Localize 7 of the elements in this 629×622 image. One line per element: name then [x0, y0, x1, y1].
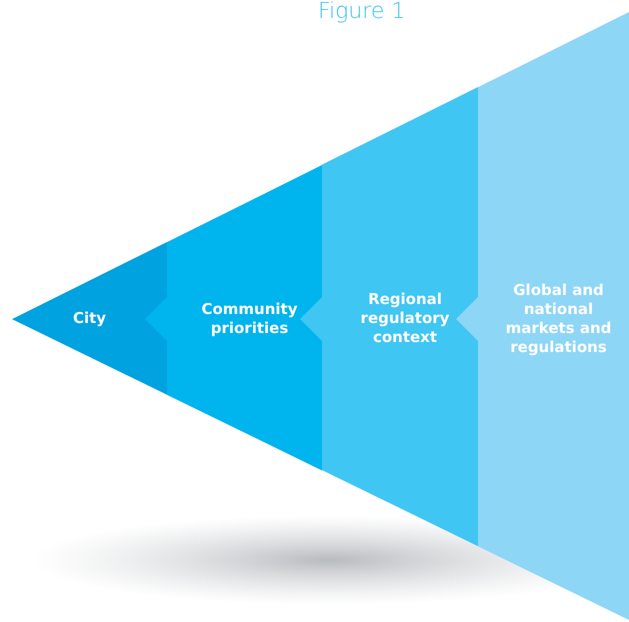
figure-title: Figure 1: [318, 0, 406, 24]
segment-label: Regional regulatory context: [360, 290, 450, 348]
chevron-arrow: [300, 297, 322, 341]
segment-label: Global and national markets and regulations: [504, 281, 612, 357]
chevron-arrow: [456, 297, 478, 341]
segment-label: City: [72, 309, 108, 328]
segment-label: Community priorities: [200, 300, 299, 338]
